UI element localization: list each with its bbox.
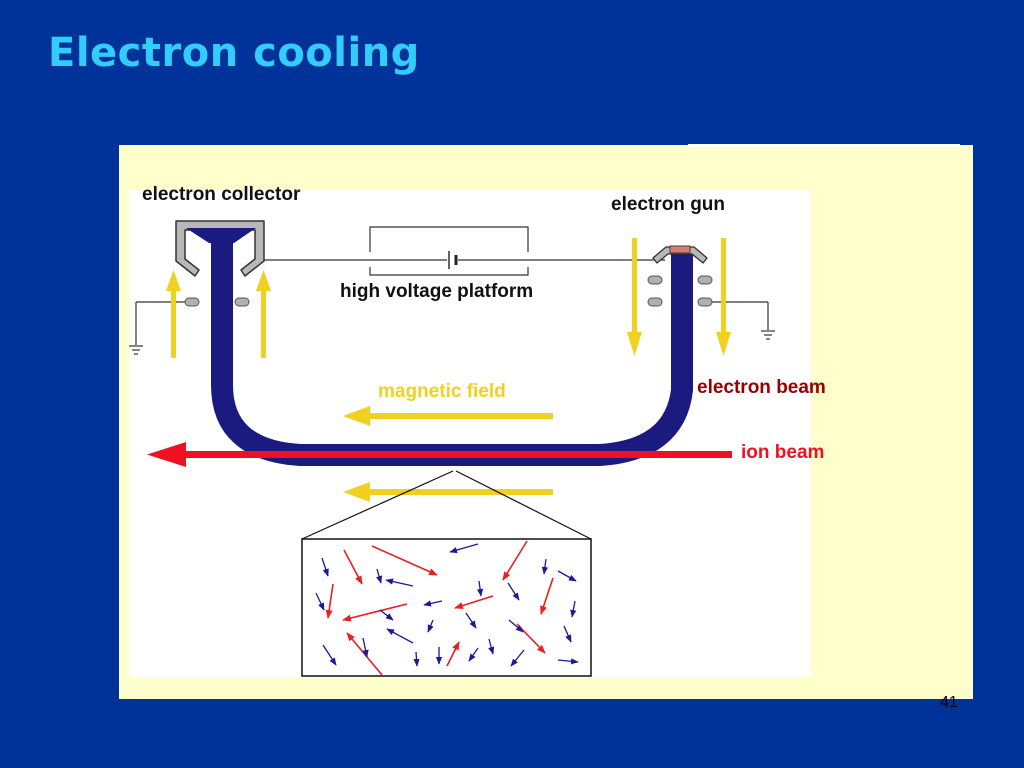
label-magnetic-field: magnetic field: [378, 381, 506, 402]
label-high-voltage-platform: high voltage platform: [340, 281, 533, 302]
ground-icon: [129, 345, 143, 355]
collector-electrode: [175, 220, 265, 277]
page-number: 41: [940, 694, 958, 711]
label-electron-beam: electron beam: [697, 377, 826, 398]
electron-particles: [315, 543, 579, 667]
label-electron-collector: electron collector: [142, 184, 301, 205]
ground-left: [135, 301, 189, 345]
label-electron-gun: electron gun: [611, 194, 725, 215]
zoom-lines: [301, 470, 592, 540]
electron-gun: [652, 245, 708, 264]
label-ion-beam: ion beam: [741, 442, 824, 463]
ground-icon: [761, 330, 775, 340]
insulator-icon: [184, 275, 713, 307]
ion-beam-arrow: [147, 442, 732, 467]
cathode: [669, 245, 691, 254]
gun-field-arrows: [627, 238, 731, 356]
ground-right: [710, 301, 769, 330]
high-voltage-circuit: [262, 226, 665, 276]
zoom-box: [301, 538, 592, 677]
panel-notch: [688, 144, 960, 147]
slide-title: Electron cooling: [48, 30, 420, 76]
magnetic-field-arrows: [343, 406, 553, 502]
battery-icon: [448, 251, 458, 269]
collector-field-arrows: [166, 270, 271, 358]
collector-funnel: [186, 228, 256, 243]
